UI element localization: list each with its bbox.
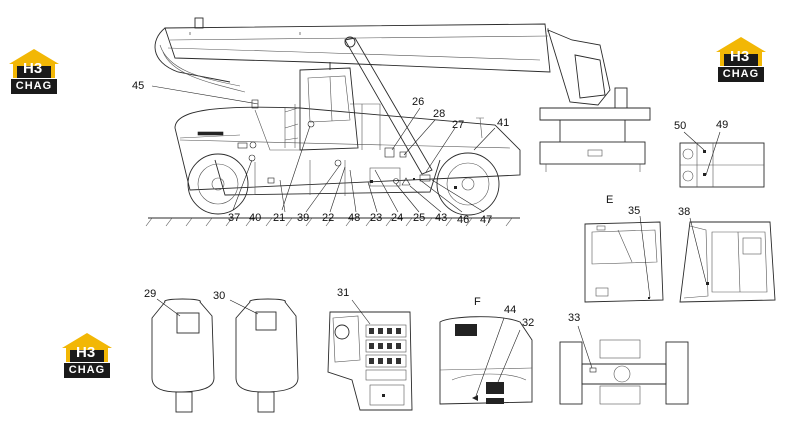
callout-22: 22 xyxy=(322,212,335,224)
callout-23: 23 xyxy=(370,212,383,224)
callout-32: 32 xyxy=(522,317,535,329)
callout-44: 44 xyxy=(504,304,517,316)
callout-46: 46 xyxy=(457,214,470,226)
callout-41: 41 xyxy=(497,117,510,129)
callout-31: 31 xyxy=(337,287,350,299)
brand-logo-bottom-left: H3 CHAG xyxy=(60,332,114,380)
callout-24: 24 xyxy=(391,212,404,224)
callout-48: 48 xyxy=(348,212,361,224)
callout-40: 40 xyxy=(249,212,262,224)
callout-27: 27 xyxy=(452,119,465,131)
callout-25: 25 xyxy=(413,212,426,224)
logo-brand: CHAG xyxy=(718,67,764,82)
logo-code: H3 xyxy=(76,344,96,361)
callout-39: 39 xyxy=(297,212,310,224)
callout-21: 21 xyxy=(273,212,286,224)
callout-38: 38 xyxy=(678,206,691,218)
callout-47: 47 xyxy=(480,214,493,226)
logo-brand: CHAG xyxy=(11,79,57,94)
callout-29: 29 xyxy=(144,288,157,300)
callout-33: 33 xyxy=(568,312,581,324)
brand-logo-top-left: H3 CHAG xyxy=(7,48,61,96)
logo-code: H3 xyxy=(730,48,750,65)
callout-45: 45 xyxy=(132,80,145,92)
callout-28: 28 xyxy=(433,108,446,120)
callout-43: 43 xyxy=(435,212,448,224)
section-label-e: E xyxy=(606,194,614,206)
brand-logo-top-right: H3 CHAG xyxy=(714,36,768,84)
section-label-f: F xyxy=(474,296,481,308)
callout-50: 50 xyxy=(674,120,687,132)
callout-35: 35 xyxy=(628,205,641,217)
callout-49: 49 xyxy=(716,119,729,131)
logo-brand: CHAG xyxy=(64,363,110,378)
callout-37: 37 xyxy=(228,212,241,224)
logo-code: H3 xyxy=(23,60,43,77)
callout-30: 30 xyxy=(213,290,226,302)
callout-26: 26 xyxy=(412,96,425,108)
